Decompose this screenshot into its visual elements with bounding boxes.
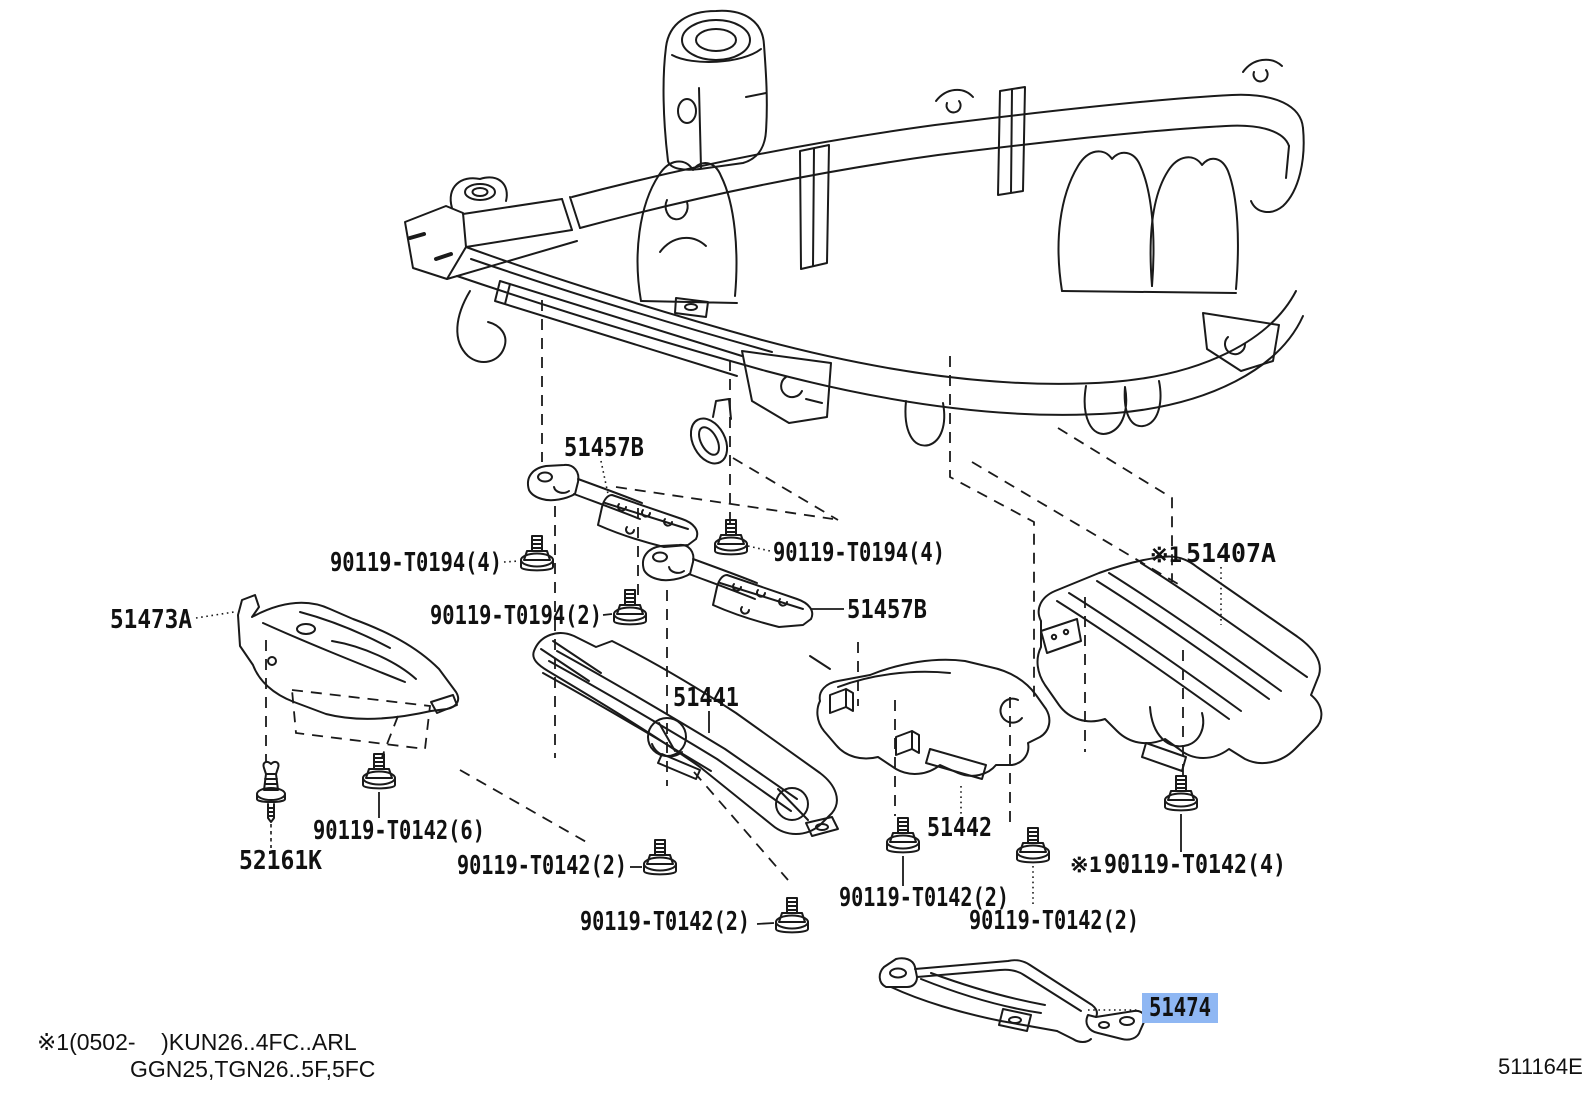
part-label-90119-T0142-2b[interactable]: 90119-T0142(2)	[580, 907, 750, 937]
leader-lines	[195, 460, 1222, 1011]
selected-part-highlight[interactable]	[1142, 993, 1218, 1023]
bolt-90119-T0194-4-left[interactable]	[520, 535, 554, 572]
part-label-51407A[interactable]: 51407A	[1186, 539, 1276, 569]
footnote-marker-90119-T0142-4: ※1	[1070, 853, 1102, 877]
part-shape-51441[interactable]	[532, 632, 839, 837]
part-label-90119-T0142-6[interactable]: 90119-T0142(6)	[313, 816, 485, 846]
fasteners	[256, 519, 1198, 934]
selected-part-callout[interactable]: 51474	[1142, 993, 1218, 1023]
drawing-code: 511164E	[1498, 1054, 1583, 1079]
part-shape-51457B-upper[interactable]	[527, 463, 699, 548]
projection-lines	[265, 300, 1184, 881]
part-label-90119-T0142-4[interactable]: 90119-T0142(4)	[1104, 850, 1286, 880]
part-label-51457B-upper[interactable]: 51457B	[564, 433, 644, 463]
bolt-90119-T0142-4[interactable]	[1164, 775, 1198, 812]
frame-assembly-drawing	[404, 9, 1305, 465]
part-label-51457B-lower[interactable]: 51457B	[847, 595, 927, 625]
part-label-51442[interactable]: 51442	[927, 813, 992, 843]
footnote-line-2: GGN25,TGN26..5F,5FC	[130, 1056, 375, 1082]
part-shape-51474[interactable]	[878, 957, 1146, 1043]
bolt-90119-T0142-2c[interactable]	[886, 817, 920, 854]
bolt-90119-T0194-2[interactable]	[613, 589, 647, 626]
part-label-90119-T0142-2a[interactable]: 90119-T0142(2)	[457, 851, 627, 881]
bolt-90119-T0142-6[interactable]	[362, 753, 396, 790]
part-label-90119-T0142-2d[interactable]: 90119-T0142(2)	[969, 906, 1139, 936]
part-label-90119-T0194-4-left[interactable]: 90119-T0194(4)	[330, 548, 502, 578]
part-label-51474-selected[interactable]: 51474	[1149, 993, 1211, 1023]
part-label-52161K[interactable]: 52161K	[239, 846, 322, 876]
footnote-marker-51407A: ※1	[1150, 543, 1182, 567]
bolt-90119-T0142-2d[interactable]	[1016, 827, 1050, 864]
clip-52161K[interactable]	[256, 760, 286, 823]
part-shape-51457B-lower[interactable]	[642, 543, 814, 628]
part-label-90119-T0194-4-right[interactable]: 90119-T0194(4)	[773, 538, 945, 568]
bolt-90119-T0142-2b[interactable]	[775, 897, 809, 934]
part-label-90119-T0194-2[interactable]: 90119-T0194(2)	[430, 601, 602, 631]
bolt-90119-T0142-2a[interactable]	[643, 839, 677, 876]
part-label-90119-T0142-2c[interactable]: 90119-T0142(2)	[839, 883, 1009, 913]
part-shape-51442[interactable]	[809, 655, 1051, 780]
part-shape-51473A[interactable]	[237, 594, 460, 720]
footnote-line-1: ※1(0502- )KUN26..4FC..ARL	[37, 1029, 357, 1055]
part-label-51473A[interactable]: 51473A	[110, 605, 192, 635]
part-shape-51407A[interactable]	[1036, 555, 1323, 772]
bolt-90119-T0194-4-right[interactable]	[714, 519, 748, 556]
part-label-51441[interactable]: 51441	[673, 683, 739, 713]
